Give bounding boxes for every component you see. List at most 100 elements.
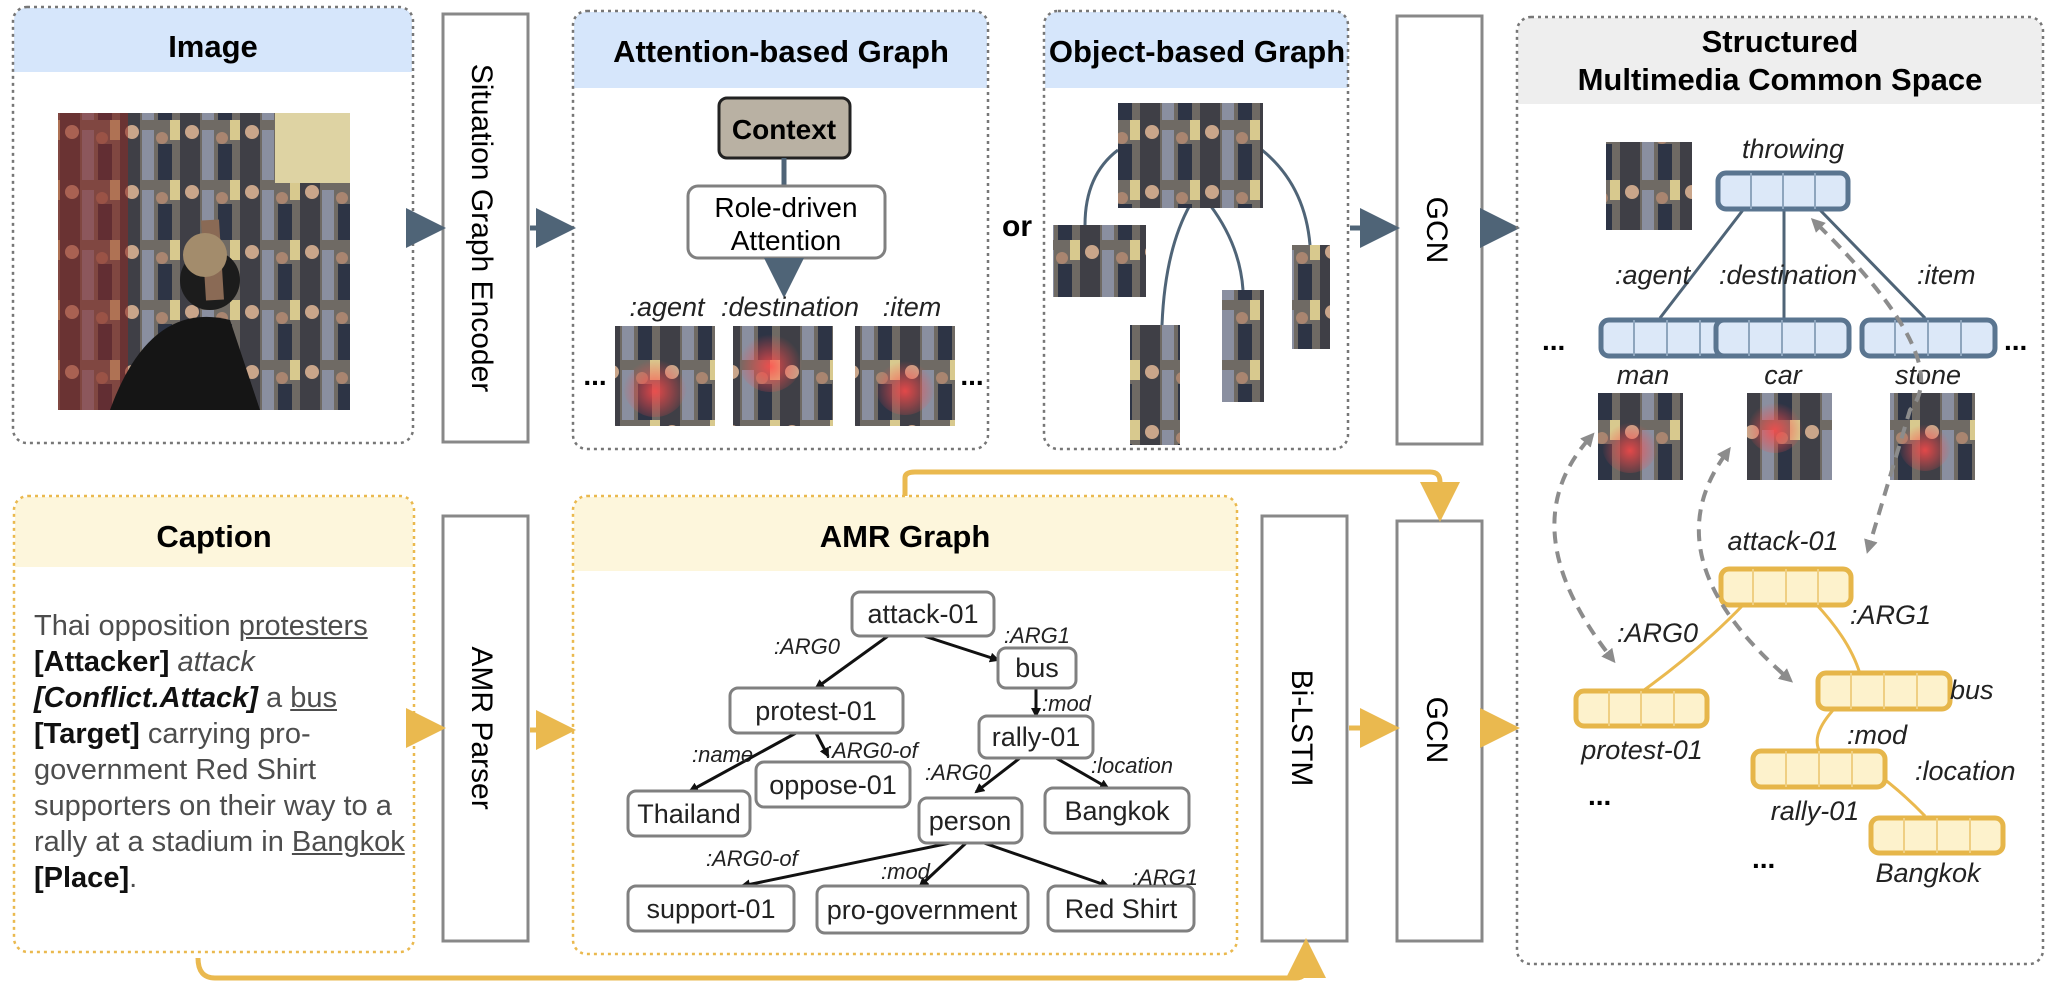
amr-node-oppose [754,760,912,809]
stone-image [1890,393,1975,480]
caption-place-tag: [Place] [34,862,130,894]
caption-bus: bus [290,682,337,714]
amr-node-support-label: support-01 [646,894,775,924]
amr-edge-arg0: :ARG0 [774,634,841,659]
image-title: Image [168,29,258,64]
attn-role-destination: :destination [721,292,859,322]
cs-ellipsis-right: ... [2004,325,2027,356]
amr-node-redshirt-label: Red Shirt [1065,894,1178,924]
gcn-top-box: GCN [1395,14,1484,446]
attn-ellipsis-left: ... [583,360,606,391]
cs-ellipsis-rally: ... [1752,843,1775,874]
throwing-label: throwing [1742,134,1844,164]
car-image [1747,393,1832,480]
gcn-top-label: GCN [1420,197,1453,264]
amr-edge-arg1-redshirt: :ARG1 [1132,865,1198,890]
amr-edge-mod: :mod [1042,691,1092,716]
amr-edge-arg0-of: :ARG0-of [826,738,921,763]
or-label: or [1002,210,1032,243]
amr-node-person-label: person [929,806,1012,836]
amr-edge-arg1: :ARG1 [1004,623,1070,648]
gcn-bottom-box: GCN [1395,519,1484,943]
object-crop-3 [1222,290,1264,402]
amr-node-person [917,796,1024,845]
amr-graph-panel: AMR Graph attack-01 bus protest-01 rally… [571,494,1239,956]
input-photo [58,113,350,410]
context-label: Context [732,114,836,145]
attack-vector [1718,566,1854,608]
amr-node-bangkok-label: Bangkok [1064,796,1170,826]
bottom-row-arrows [195,469,1520,981]
amr-node-bus-label: bus [1015,653,1059,683]
caption-panel: Caption [12,494,416,954]
amr-graph-title: AMR Graph [820,519,991,554]
stone-vector [1859,317,1998,359]
caption-t6: a [257,682,291,714]
amr-edge-name: :name [692,742,753,767]
attn-ellipsis-right: ... [960,360,983,391]
cs-edge-mod: :mod [1847,720,1908,750]
amr-node-attack [850,590,996,638]
common-space-title-1: Structured [1702,24,1859,59]
amr-node-rally [977,714,1095,760]
role-attention-line2: Attention [731,225,842,256]
common-space-title-2: Multimedia Common Space [1578,62,1983,97]
attn-role-item: :item [883,292,942,322]
attention-map-agent [615,326,715,426]
image-panel: Image [11,5,415,445]
attention-graph-panel: Attention-based Graph Context Role-drive… [571,9,990,451]
object-crop-1 [1053,225,1146,297]
alignment-arrows [1552,217,1924,683]
amr-node-rally-label: rally-01 [992,722,1081,752]
caption-t1: Thai opposition [34,610,239,642]
amr-node-protest-label: protest-01 [755,696,877,726]
amr-node-progov-label: pro-government [827,895,1018,925]
caption-protesters: protesters [238,610,368,642]
cs-arg-car: car [1764,360,1803,390]
cs-role-destination: :destination [1719,260,1857,290]
amr-parser-box: AMR Parser [441,514,530,943]
cs-edge-location: :location [1915,756,2016,786]
amr-edge-arg0-person: :ARG0 [925,760,992,785]
caption-attack: attack [177,646,255,678]
cs-node-bangkok: Bangkok [1875,858,1982,888]
bus-vector [1815,670,1953,712]
attention-graph-title: Attention-based Graph [613,34,949,69]
amr-edge-location: :location [1091,753,1173,778]
cs-ellipsis-left: ... [1542,325,1565,356]
amr-edge-arg0-of-support: :ARG0-of [706,846,801,871]
object-graph-title: Object-based Graph [1049,34,1345,69]
caption-t9: carrying pro-government Red Shirt suppor… [34,718,392,858]
amr-node-bus [996,646,1078,690]
situation-encoder-box: Situation Graph Encoder [441,12,530,444]
caption-text: Thai opposition protesters [Attacker] at… [34,608,414,896]
amr-edges [688,634,1110,890]
bilstm-label: Bi-LSTM [1285,670,1318,787]
amr-node-thailand-label: Thailand [637,799,741,829]
cs-node-protest: protest-01 [1580,735,1703,765]
throwing-vector [1715,170,1851,212]
bilstm-box: Bi-LSTM [1260,514,1349,943]
man-image [1598,393,1683,480]
amr-node-thailand [626,789,752,838]
gcn-bottom-label: GCN [1420,697,1453,764]
caption-title: Caption [156,519,271,554]
amr-node-progov [815,884,1030,935]
rally-vector [1750,748,1888,790]
cs-edge-arg1: :ARG1 [1850,600,1931,630]
object-graph-panel: Object-based Graph [1042,9,1350,451]
amr-node-redshirt [1046,884,1196,933]
cs-arg-man: man [1617,360,1670,390]
amr-node-protest [728,686,905,735]
caption-attacker-tag: [Attacker] [34,646,170,678]
situation-encoder-label: Situation Graph Encoder [465,64,498,393]
amr-node-oppose-label: oppose-01 [769,770,897,800]
throwing-image [1606,142,1692,230]
caption-t12: . [129,862,138,894]
amr-edge-mod-progov: :mod [881,859,931,884]
cs-ellipsis-protest: ... [1588,780,1611,811]
cs-role-agent: :agent [1615,260,1692,290]
amr-parser-label: AMR Parser [465,646,498,809]
attn-role-agent: :agent [629,292,706,322]
